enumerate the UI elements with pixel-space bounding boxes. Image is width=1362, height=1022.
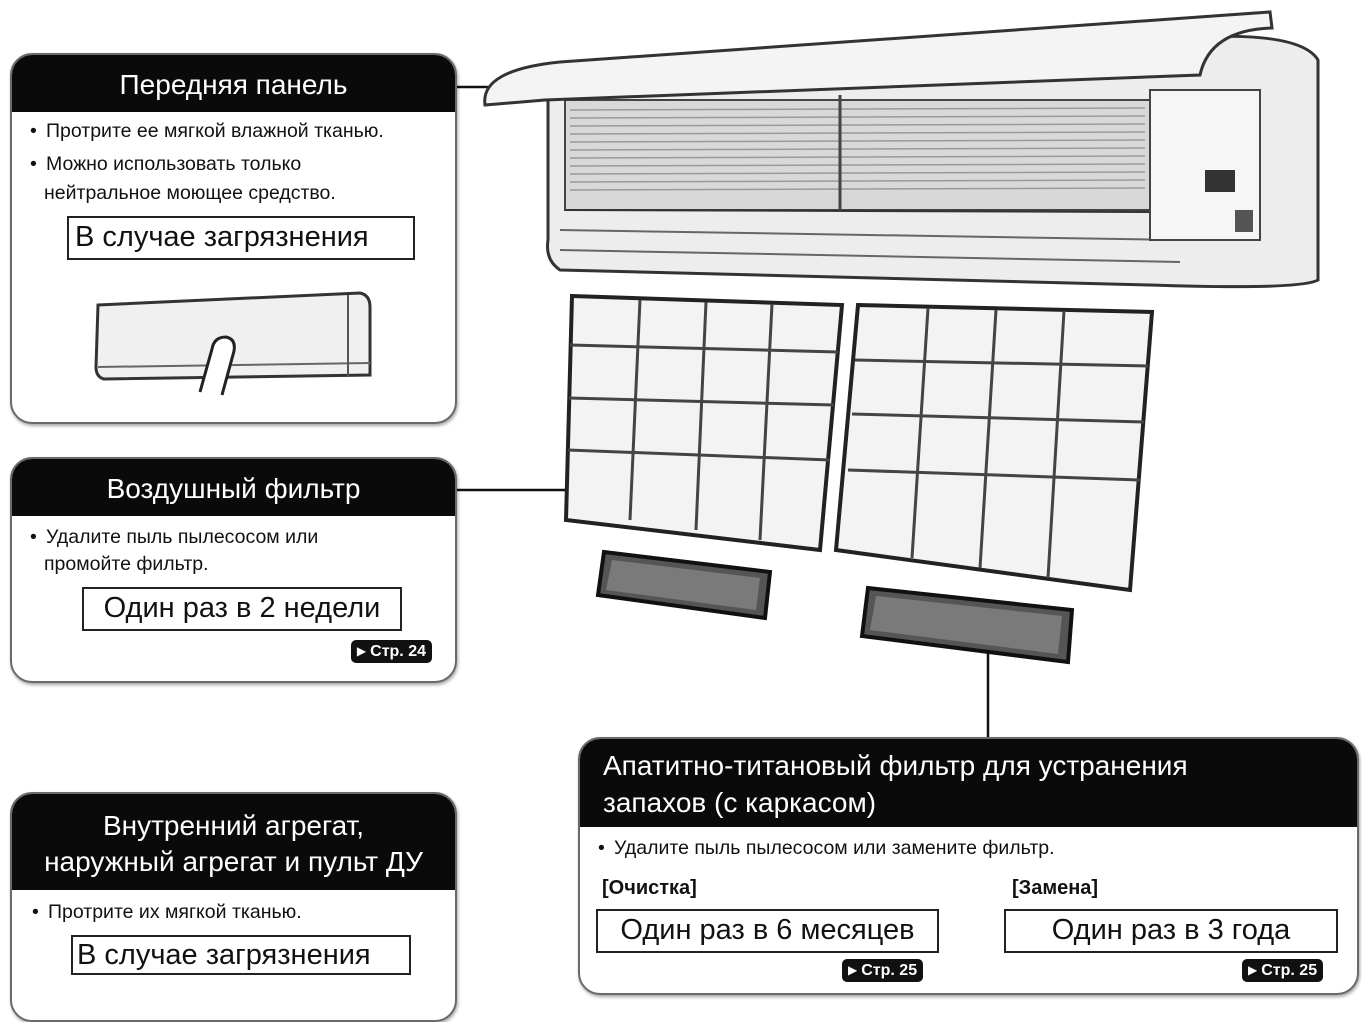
replacement-page-ref-label: Стр. 25: [1261, 962, 1318, 979]
air-filter-left: [563, 293, 845, 553]
apatite-filter-title-line-1: Апатитно-титановый фильтр для устранения: [603, 750, 1188, 781]
air-filter-title: Воздушный фильтр: [12, 459, 455, 516]
cleaning-page-ref-label: Стр. 25: [861, 962, 918, 979]
apatite-filter-large: [859, 585, 1075, 665]
front-panel-bullet-2: Можно использовать только: [30, 150, 301, 179]
air-filter-bullet-1: Удалите пыль пылесосом или: [30, 523, 318, 552]
apatite-filter-card: Апатитно-титановый фильтр для устранения…: [578, 737, 1359, 995]
front-panel-bullet-1: Протрите ее мягкой влажной тканью.: [30, 117, 384, 146]
units-card: Внутренний агрегат, наружный агрегат и п…: [10, 792, 457, 1022]
apatite-filter-bullet-1: Удалите пыль пылесосом или замените филь…: [598, 834, 1054, 863]
front-panel-bullet-2-cont: нейтральное моющее средство.: [44, 182, 336, 204]
air-filter-bullet-1-cont: промойте фильтр.: [44, 553, 209, 575]
front-panel-card: Передняя панель Протрите ее мягкой влажн…: [10, 53, 457, 424]
units-bullet-1: Протрите их мягкой тканью.: [32, 898, 302, 927]
air-filter-frequency: Один раз в 2 недели: [82, 587, 402, 631]
units-title-line-2: наружный агрегат и пульт ДУ: [44, 846, 423, 877]
air-filter-page-ref[interactable]: ▶Стр. 24: [350, 640, 432, 663]
air-filter-right: [833, 302, 1155, 593]
replacement-label: [Замена]: [1012, 877, 1099, 899]
units-title-line-1: Внутренний агрегат,: [102, 810, 365, 841]
apatite-filter-title-line-2: запахов (с каркасом): [603, 787, 877, 818]
front-panel-title: Передняя панель: [12, 55, 455, 112]
replacement-page-ref[interactable]: ▶Стр. 25: [1242, 959, 1324, 982]
replacement-frequency: Один раз в 3 года: [1004, 909, 1338, 953]
indoor-unit-body: [546, 34, 1320, 289]
front-panel-frequency: В случае загрязнения: [67, 216, 415, 260]
units-title: Внутренний агрегат, наружный агрегат и п…: [12, 794, 455, 890]
air-filter-card: Воздушный фильтр Удалите пыль пылесосом …: [10, 457, 457, 683]
cleaning-frequency: Один раз в 6 месяцев: [596, 909, 939, 953]
page-ref-arrow-icon: ▶: [1248, 963, 1258, 977]
air-filter-page-ref-label: Стр. 24: [370, 643, 426, 660]
hand-wiping-icon: [94, 291, 372, 396]
front-panel-drawing: [483, 10, 1274, 107]
units-frequency: В случае загрязнения: [71, 935, 411, 975]
cleaning-page-ref[interactable]: ▶Стр. 25: [842, 959, 924, 982]
page-ref-arrow-icon: ▶: [356, 644, 367, 658]
cleaning-label: [Очистка]: [602, 877, 697, 899]
apatite-filter-title: Апатитно-титановый фильтр для устранения…: [580, 739, 1357, 827]
apatite-filter-small: [595, 549, 773, 621]
page-ref-arrow-icon: ▶: [848, 963, 858, 977]
